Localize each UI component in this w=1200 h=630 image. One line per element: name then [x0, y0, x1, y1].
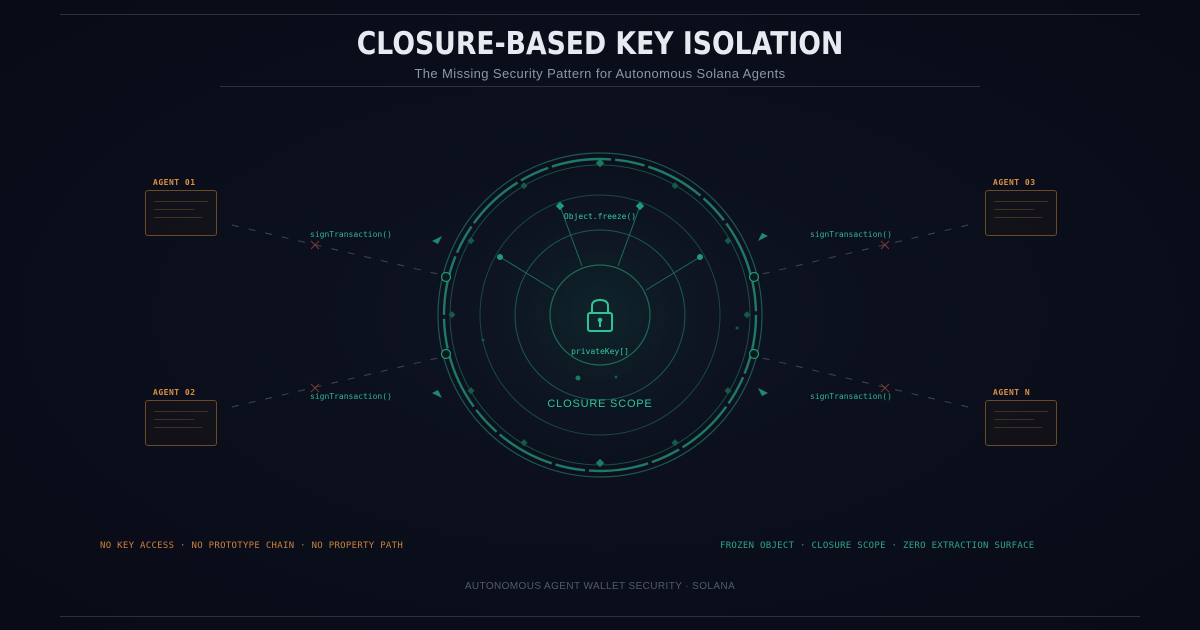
spokes [499, 205, 701, 291]
blocked-x-icon [310, 240, 320, 250]
arrow-icon [432, 236, 442, 244]
blocked-x-icon [880, 240, 890, 250]
agent-n-link [757, 356, 969, 408]
blocked-x-icon [880, 383, 890, 393]
footer-left-text: NO KEY ACCESS · NO PROTOTYPE CHAIN · NO … [100, 541, 404, 551]
agent-n-card [985, 400, 1057, 446]
footer-right-text: FROZEN OBJECT · CLOSURE SCOPE · ZERO EXT… [720, 541, 1035, 551]
agent-02-call: signTransaction() [310, 392, 392, 401]
agent-03-link [757, 224, 969, 276]
agent-01-label: AGENT 01 [153, 178, 196, 187]
bottom-rule [60, 616, 1140, 617]
blocked-markers [310, 240, 890, 393]
agent-01-link [231, 224, 443, 276]
agent-01-card [145, 190, 217, 236]
connection-lines [231, 224, 969, 408]
freeze-label: Object.freeze() [564, 212, 636, 221]
agent-02-card [145, 400, 217, 446]
agent-n-label: AGENT N [993, 388, 1031, 397]
closure-scope-label: CLOSURE SCOPE [547, 398, 652, 410]
agent-01-call: signTransaction() [310, 230, 392, 239]
agent-02-label: AGENT 02 [153, 388, 196, 397]
top-rule [60, 14, 1140, 15]
subtitle-rule [220, 86, 980, 87]
agent-03-label: AGENT 03 [993, 178, 1036, 187]
arrow-icon [758, 388, 768, 396]
agent-n-call: signTransaction() [810, 392, 892, 401]
agent-03-call: signTransaction() [810, 230, 892, 239]
lock-icon [587, 298, 613, 332]
arrow-icon [432, 390, 442, 398]
blocked-x-icon [310, 383, 320, 393]
arrow-icon [758, 233, 768, 241]
agent-03-card [985, 190, 1057, 236]
page-subtitle: The Missing Security Pattern for Autonom… [414, 66, 786, 81]
agent-02-link [231, 356, 443, 408]
bottom-caption: AUTONOMOUS AGENT WALLET SECURITY · SOLAN… [464, 581, 736, 592]
private-key-label: privateKey[] [571, 347, 629, 356]
page-title: CLOSURE-BASED KEY ISOLATION [356, 26, 844, 62]
arrow-heads [432, 233, 768, 398]
